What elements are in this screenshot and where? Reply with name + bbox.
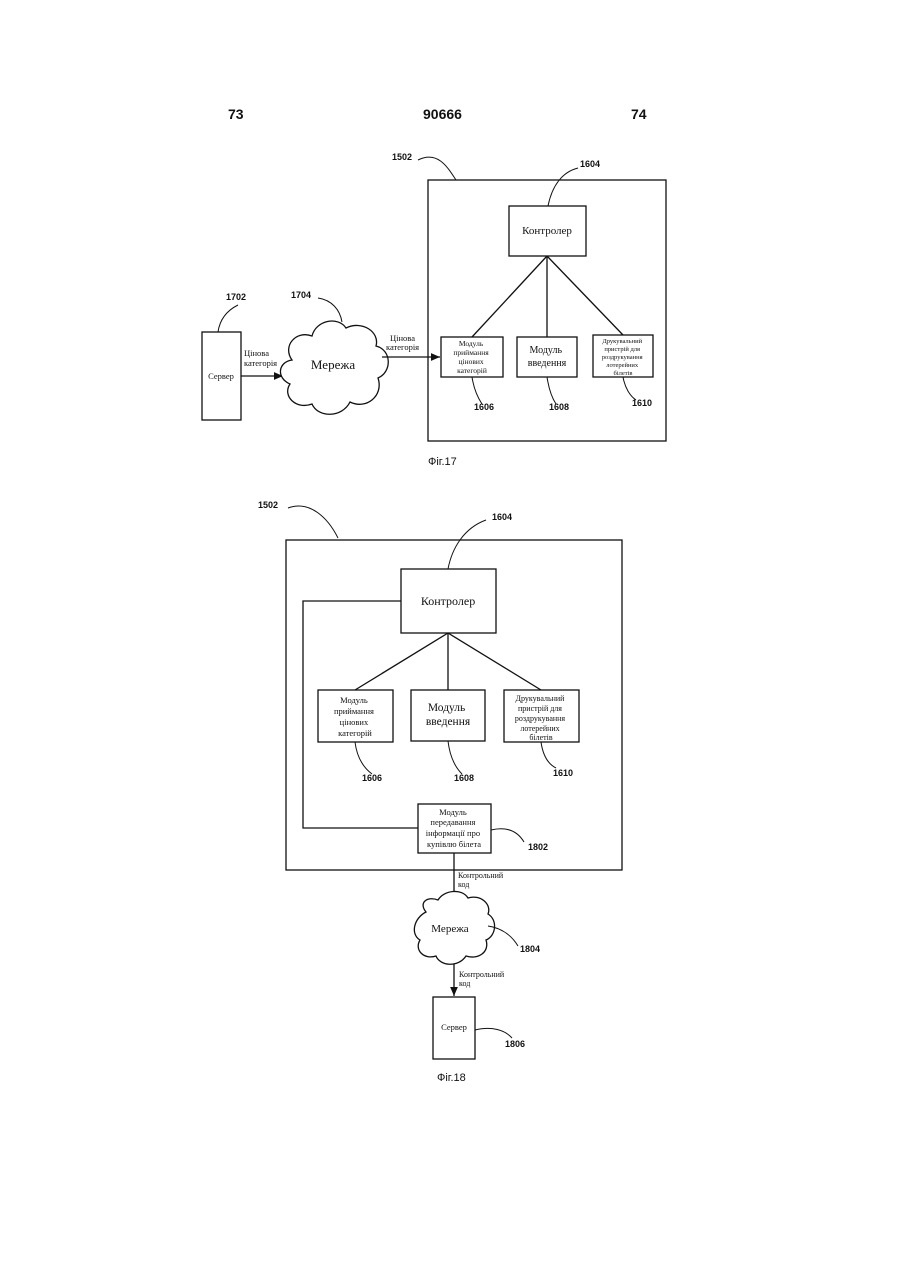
server-label: Сервер [208, 371, 234, 381]
module-recv-label: Модуль приймання цінових категорій [453, 339, 490, 375]
figure-18: 1502 Контролер 1604 Модуль приймання цін… [258, 500, 622, 1084]
controller-label: Контролер [522, 225, 572, 237]
ref-1802: 1802 [528, 842, 548, 852]
arrow-label-price-category-2: Цінова категорія [386, 333, 419, 352]
ref-1806: 1806 [505, 1039, 525, 1049]
ref-1604: 1604 [580, 159, 600, 169]
figure-17: 1502 Контролер 1604 Модуль приймання цін… [202, 152, 666, 468]
ref-1610: 1610 [553, 768, 573, 778]
ref-1804: 1804 [520, 944, 540, 954]
figure-17-caption: Фіг.17 [428, 456, 457, 468]
module-input-box [517, 337, 577, 377]
ref-1704: 1704 [291, 290, 311, 300]
module-recv-label: Модуль приймання цінових категорій [334, 695, 376, 738]
ref-1608: 1608 [549, 402, 569, 412]
ref-1610: 1610 [632, 398, 652, 408]
ref-1606: 1606 [474, 402, 494, 412]
network-label: Мережа [431, 923, 469, 935]
server-label: Сервер [441, 1022, 467, 1032]
ref-1606: 1606 [362, 773, 382, 783]
network-label: Мережа [311, 357, 355, 372]
controller-label: Контролер [421, 594, 475, 608]
ref-1608: 1608 [454, 773, 474, 783]
arrow-label-control-code-2: Контрольний код [459, 970, 506, 988]
arrow-label-price-category-1: Цінова категорія [244, 348, 277, 368]
ref-1502: 1502 [392, 152, 412, 162]
ref-1702: 1702 [226, 292, 246, 302]
arrow-label-control-code-1: Контрольний код [458, 871, 505, 889]
ref-1604: 1604 [492, 512, 512, 522]
ref-1502: 1502 [258, 500, 278, 510]
figure-18-caption: Фіг.18 [437, 1072, 466, 1084]
